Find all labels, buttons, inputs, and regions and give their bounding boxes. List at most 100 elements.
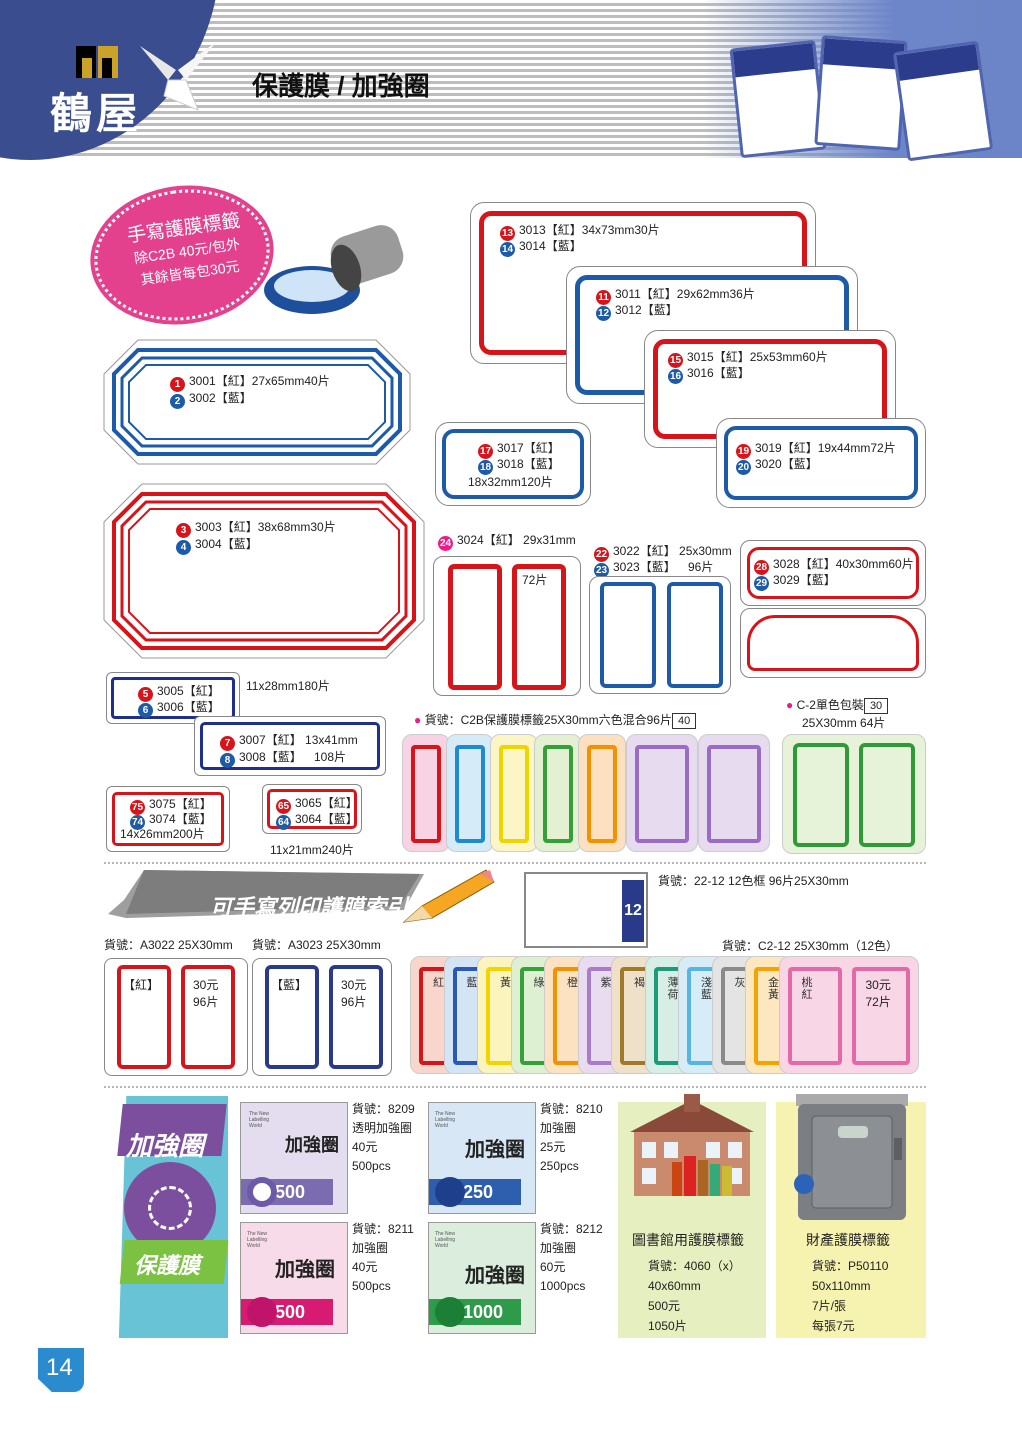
product-size: 40x60mm	[648, 1279, 701, 1293]
tab-frame	[117, 965, 171, 1069]
label-text: 3065【紅】	[295, 796, 358, 810]
label-text: 3019【紅】19x44mm72片	[755, 441, 896, 455]
product-code: 貨號：8210	[540, 1102, 603, 1116]
pack-world-text: The New Labelling World	[435, 1231, 456, 1249]
label-text: 3012【藍】	[615, 303, 678, 317]
label-text: 3003【紅】38x68mm30片	[195, 520, 336, 534]
ring-icon	[435, 1177, 465, 1207]
asset-title: 財產護膜標籤	[806, 1232, 890, 1248]
number-badge: 29	[754, 576, 769, 591]
ring-inner	[148, 1186, 192, 1230]
number-badge: 75	[130, 800, 145, 815]
label-text: 3006【藍】	[157, 700, 220, 714]
label-text: 3011【紅】29x62mm36片	[615, 287, 755, 301]
swatch-color-name: 紅	[433, 977, 444, 989]
product-price: 60元	[540, 1260, 566, 1274]
label-card-3019	[716, 418, 926, 508]
pencil-icon	[402, 869, 495, 923]
number-badge: 2	[170, 394, 185, 409]
product-price: 40元	[352, 1140, 378, 1154]
price-badge: 30	[863, 698, 889, 714]
label-text: 3020【藍】	[755, 457, 818, 471]
pack-title: 加強圈	[285, 1135, 339, 1155]
page-title: 保護膜 / 加強圈	[252, 71, 430, 101]
product-price: 500元	[648, 1299, 681, 1313]
number-badge: 14	[500, 242, 515, 257]
number-badge: 5	[138, 687, 153, 702]
swatch-color-name: 紫	[600, 977, 612, 989]
label-frame	[512, 564, 566, 690]
label-frame	[600, 582, 656, 688]
number-badge: 7	[220, 736, 235, 751]
tab-frame	[499, 745, 529, 843]
label-text: 3015【紅】25x53mm60片	[687, 350, 828, 364]
label-text: 3005【紅】	[157, 684, 220, 698]
label-text: 3024【紅】 29x31mm	[457, 533, 576, 547]
index-card-a3023: 【藍】 30元 96片	[252, 958, 392, 1076]
label-text: 3016【藍】	[687, 366, 750, 380]
number-badge: 3	[176, 523, 191, 538]
swatch-purple	[626, 734, 698, 852]
c2-swatch	[782, 734, 926, 854]
label-text: 3074【藍】	[149, 812, 212, 826]
number-badge: 19	[736, 444, 751, 459]
ring-icon	[247, 1297, 277, 1327]
tab-frame	[635, 745, 689, 843]
number-badge: 13	[500, 226, 515, 241]
number-badge: 15	[668, 353, 683, 368]
label-frame	[724, 426, 918, 500]
label-3012: 12 3012【藍】	[596, 302, 678, 321]
number-badge: 6	[138, 703, 153, 718]
label-3019: 19 3019【紅】19x44mm72片	[736, 440, 896, 459]
page-number: 14	[46, 1354, 73, 1381]
swatch-green	[534, 734, 582, 852]
index-card-a3022: 【紅】 30元 96片	[104, 958, 248, 1076]
section-divider	[104, 862, 926, 864]
product-price: 25元	[540, 1140, 566, 1154]
swatch-color-name: 金黃	[768, 977, 779, 1001]
label-text: 3014【藍】	[519, 239, 582, 253]
swatch-color-name: 橙	[567, 977, 578, 989]
label-text: 3001【紅】27x65mm40片	[189, 374, 330, 388]
number-badge: 12	[596, 306, 611, 321]
number-badge: 64	[276, 815, 291, 830]
swatch-orange	[578, 734, 626, 852]
label-3065: 65 3065【紅】	[276, 795, 358, 814]
tag-blue: 【藍】	[271, 978, 308, 992]
ring-icon	[435, 1297, 465, 1327]
product-code: 貨號：8209	[352, 1102, 415, 1116]
label-3005-size: 11x28mm180片	[246, 679, 330, 693]
label-3024-count: 72片	[522, 573, 548, 587]
label-text: 3023【藍】	[613, 560, 676, 574]
pack-8212: The New Labelling World 加強圈 1000	[428, 1222, 536, 1334]
label-frame	[267, 789, 357, 829]
index-banner-text: 可手寫列印護膜索引片	[210, 895, 431, 920]
product-code: 貨號：P50110	[812, 1259, 889, 1273]
label-card-3024	[433, 556, 581, 696]
index-c212: 貨號：C2-12 25X30mm（12色）	[722, 939, 899, 953]
number-badge: 17	[478, 444, 493, 459]
label-frame	[747, 547, 919, 599]
library-info: 貨號：4060（x） 40x60mm 500元 1050片	[648, 1256, 741, 1336]
price: 30元	[193, 978, 219, 992]
product-name: 加強圈	[352, 1241, 389, 1255]
label-card-3005	[106, 672, 240, 724]
number-badge: 74	[130, 815, 145, 830]
label-3074: 74 3074【藍】	[130, 811, 212, 830]
safe-icon	[794, 1094, 908, 1220]
number-badge: 65	[276, 799, 291, 814]
box-number: 12	[622, 880, 644, 942]
price: 30元	[865, 978, 891, 992]
swatch-purple	[698, 734, 770, 852]
